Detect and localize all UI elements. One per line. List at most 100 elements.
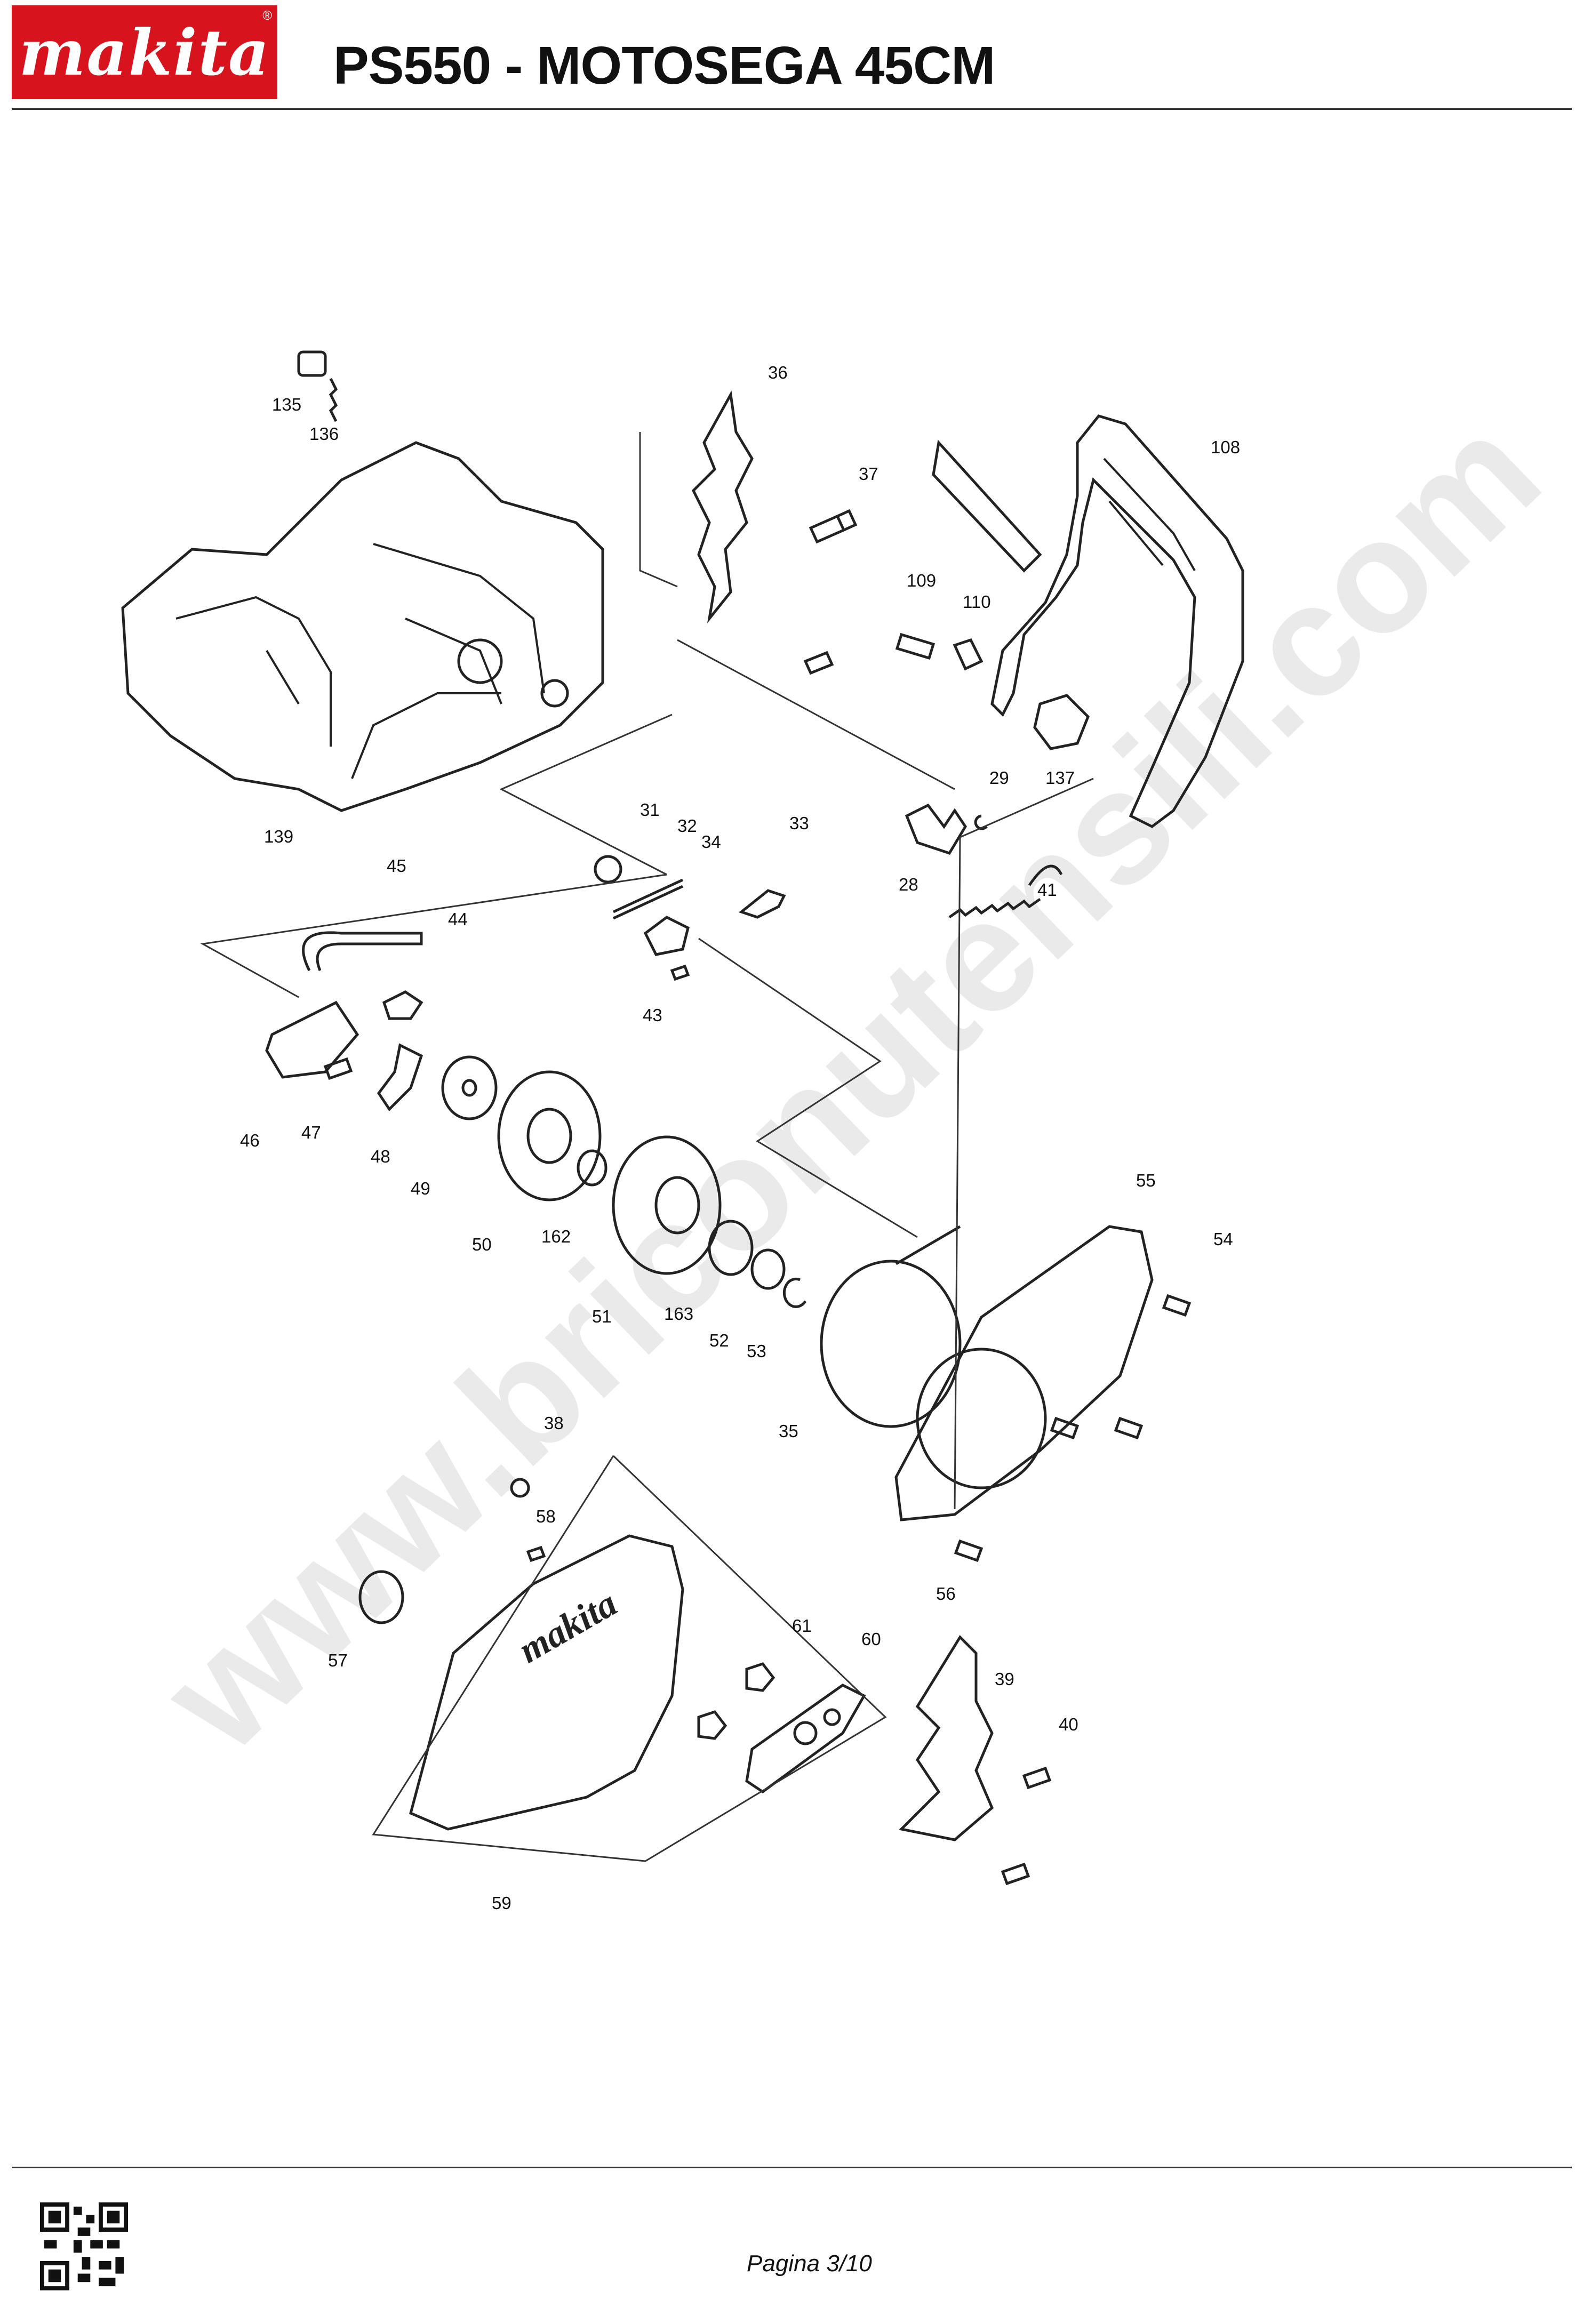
callout-109: 109 [907, 571, 936, 590]
registered-mark: ® [262, 9, 272, 23]
callout-50: 50 [472, 1235, 492, 1254]
exploded-parts-diagram: www.briconutensili.com [121, 350, 1573, 1913]
part-44 [382, 990, 423, 1020]
part-32 [612, 878, 684, 920]
part-48 [377, 1043, 423, 1111]
callout-163: 163 [664, 1304, 693, 1324]
part-47 [323, 1057, 353, 1080]
callout-48: 48 [371, 1147, 390, 1166]
part-38-nut [510, 1478, 530, 1498]
callout-56: 56 [936, 1584, 956, 1604]
callout-28: 28 [899, 875, 918, 894]
header-divider [12, 108, 1572, 110]
callout-49: 49 [411, 1179, 430, 1198]
part-40 [1022, 1766, 1052, 1790]
part-136 [329, 378, 338, 422]
logo-text: makita [19, 15, 270, 90]
part-39-plate [898, 1634, 994, 1841]
part-60-plate [745, 1684, 866, 1794]
callout-33: 33 [789, 813, 809, 833]
part-61-nut [697, 1662, 775, 1740]
page-number: Pagina 3/10 [747, 2250, 872, 2277]
callout-36: 36 [768, 363, 788, 382]
callout-53: 53 [747, 1341, 766, 1361]
callout-108: 108 [1211, 437, 1240, 457]
footer-divider [12, 2167, 1572, 2168]
callout-136: 136 [309, 424, 339, 444]
callout-137: 137 [1045, 768, 1075, 788]
part-31 [594, 855, 622, 884]
part-137 [1033, 694, 1090, 750]
part-34 [643, 916, 690, 956]
watermark: www.briconutensili.com [127, 381, 1573, 1786]
part-36-plate [691, 390, 754, 624]
callout-32: 32 [677, 816, 697, 836]
callout-55: 55 [1136, 1171, 1156, 1190]
callout-41: 41 [1037, 880, 1057, 900]
callout-60: 60 [861, 1629, 881, 1649]
part-108-handle [990, 414, 1244, 828]
part-45-oil-line [302, 931, 423, 972]
callout-34: 34 [701, 832, 721, 852]
part-58 [526, 1545, 546, 1562]
crankcase-detail [175, 543, 545, 779]
callout-44: 44 [448, 909, 468, 929]
part-33 [738, 889, 786, 919]
callout-135: 135 [272, 395, 301, 414]
group-line-top [639, 432, 1094, 1510]
part-37-screw [809, 509, 858, 544]
part-46-oil-pump [265, 1000, 359, 1079]
part-28-lever [905, 803, 967, 855]
callout-43: 43 [643, 1005, 662, 1025]
part-29-clip [974, 814, 988, 830]
callout-51: 51 [592, 1307, 612, 1326]
qr-code-icon [40, 2202, 128, 2290]
part-162 [577, 1149, 607, 1187]
part-55-cover [894, 1225, 1154, 1521]
part-59-sprocket-cover [409, 1534, 684, 1831]
part-135 [297, 350, 327, 377]
callout-29: 29 [989, 768, 1009, 788]
part-41-spring [948, 864, 1063, 919]
callout-45: 45 [387, 856, 406, 876]
part-49-washer [441, 1055, 498, 1120]
callout-46: 46 [240, 1131, 260, 1150]
callout-61: 61 [792, 1616, 812, 1636]
part-110 [953, 638, 984, 671]
group-line-bottom [372, 1455, 887, 1862]
part-53-clip [782, 1277, 807, 1308]
part-40-lower [1001, 1862, 1030, 1886]
part-35-brake-band [820, 1260, 962, 1428]
callout-139: 139 [264, 827, 293, 846]
callout-110: 110 [963, 592, 991, 612]
callout-35: 35 [779, 1421, 798, 1441]
callout-labels: 135 136 139 36 37 108 109 110 137 29 28 … [240, 363, 1240, 1913]
group-line-mid [200, 714, 918, 1238]
screw-pair [1050, 1416, 1144, 1440]
part-163-bearing [708, 1220, 754, 1276]
callout-47: 47 [301, 1123, 321, 1142]
callout-58: 58 [536, 1506, 556, 1526]
makita-logo: makita ® [12, 5, 277, 99]
callout-57: 57 [328, 1650, 348, 1670]
part-51-clutch-drum [612, 1135, 722, 1275]
callout-59: 59 [492, 1893, 511, 1913]
crankcase [121, 441, 604, 812]
callout-54: 54 [1213, 1229, 1233, 1249]
page-header: makita ® PS550 - MOTOSEGA 45CM [0, 0, 1583, 115]
part-108-inner [1103, 458, 1196, 571]
part-56 [954, 1539, 984, 1562]
svg-text:makita: makita [512, 1583, 624, 1671]
callout-52: 52 [709, 1331, 729, 1350]
callout-40: 40 [1059, 1714, 1078, 1734]
part-57 [358, 1570, 404, 1624]
part-54 [1162, 1294, 1192, 1317]
part-43 [670, 964, 690, 981]
page-title: PS550 - MOTOSEGA 45CM [333, 36, 995, 95]
callout-37: 37 [859, 464, 878, 484]
part-52 [750, 1248, 786, 1290]
callout-38: 38 [544, 1413, 564, 1433]
callout-31: 31 [640, 800, 660, 820]
sticker [932, 439, 1042, 573]
callout-39: 39 [995, 1669, 1014, 1689]
